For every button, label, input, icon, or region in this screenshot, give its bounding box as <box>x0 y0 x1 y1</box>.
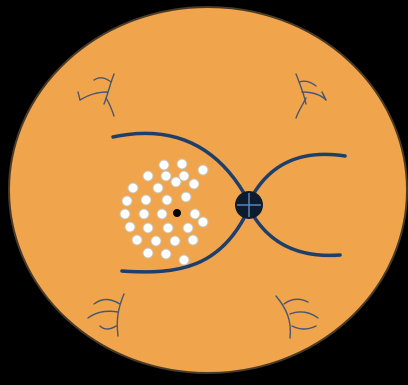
cluster-dot <box>183 223 193 233</box>
cluster-dot <box>198 165 208 175</box>
cluster-dot <box>125 222 135 232</box>
cluster-dot <box>162 195 172 205</box>
cluster-dot <box>120 209 130 219</box>
cluster-dot <box>141 195 151 205</box>
cluster-dot <box>181 192 191 202</box>
cluster-dot <box>177 159 187 169</box>
cluster-dot <box>188 235 198 245</box>
cluster-dot <box>143 248 153 258</box>
central-node <box>235 191 263 219</box>
cluster-dot <box>151 236 161 246</box>
cluster-dot <box>128 183 138 193</box>
cluster-dot <box>153 183 163 193</box>
cluster-dot <box>171 177 181 187</box>
cluster-dot <box>170 236 180 246</box>
cluster-dot <box>143 223 153 233</box>
cluster-dot <box>159 160 169 170</box>
cluster-dot <box>189 179 199 189</box>
orange-disc <box>9 7 407 373</box>
cluster-center-dot <box>173 209 181 217</box>
cluster-dot <box>190 209 200 219</box>
cluster-dot <box>179 255 189 265</box>
cluster-dot <box>143 171 153 181</box>
cluster-dot <box>157 209 167 219</box>
cluster-dot <box>122 196 132 206</box>
cluster-dot <box>198 217 208 227</box>
cluster-dot <box>161 171 171 181</box>
cluster-dot <box>132 235 142 245</box>
cluster-dot <box>139 209 149 219</box>
cluster-dot <box>161 249 171 259</box>
cluster-dot <box>163 223 173 233</box>
